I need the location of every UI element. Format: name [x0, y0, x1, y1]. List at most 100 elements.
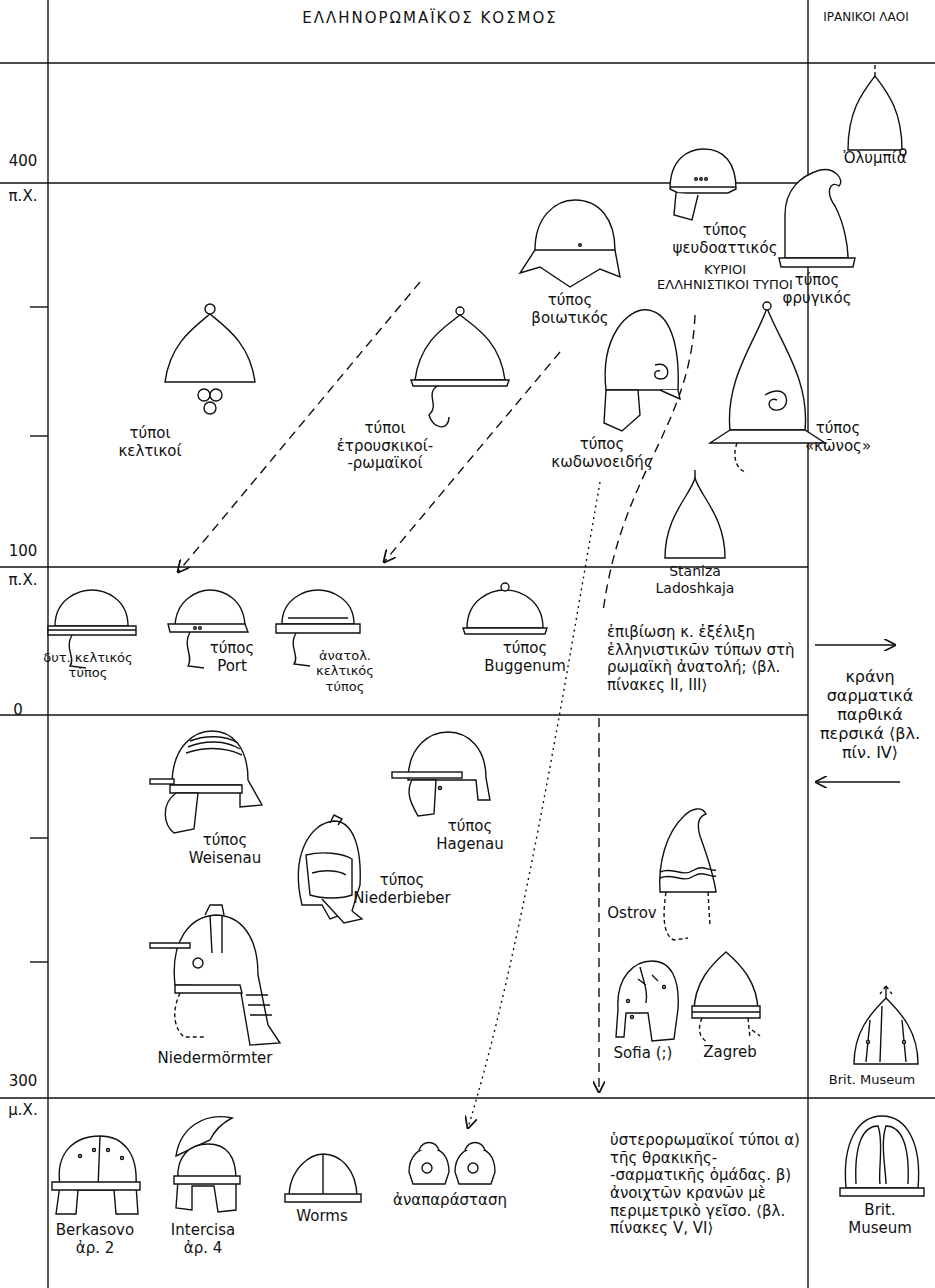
column-heading: ΙΡΑΝΙΚΟΙ ΛΑΟΙ	[801, 10, 931, 24]
type-label: τύποι ἐτρουσκικοί- -ρωμαϊκοί	[329, 420, 441, 473]
helmet-part	[867, 1041, 870, 1044]
frame-line-part	[30, 306, 48, 307]
helmet-part	[856, 1126, 909, 1184]
helmet-part	[631, 1016, 634, 1019]
find-place: Sofia (;)	[608, 1045, 678, 1063]
helmet-part	[429, 386, 449, 427]
note: ὑστερορωμαϊκοί τύποι α) τῆς θρακικῆς- -σ…	[610, 1132, 806, 1238]
helmet-part	[439, 787, 442, 790]
helmet-part	[779, 258, 855, 267]
helmet-part	[765, 391, 786, 410]
helmet-part	[845, 1116, 918, 1188]
helmet	[165, 304, 255, 414]
helmet-part	[880, 986, 892, 994]
helmet-part	[840, 1188, 924, 1196]
helmet-part	[288, 617, 348, 618]
helmet	[150, 731, 262, 833]
helmet-part	[627, 1000, 630, 1003]
helmet-part	[52, 1182, 140, 1190]
helmet-part	[854, 998, 918, 1064]
helmet-part	[419, 1143, 439, 1151]
helmet	[150, 905, 280, 1045]
derivation-line-part	[815, 644, 895, 645]
type-label: τύπος Niederbieber	[350, 872, 454, 907]
helmet-part	[520, 200, 620, 287]
find-place: Berkasovo ἀρ. 2	[49, 1222, 141, 1257]
helmet-part	[664, 892, 710, 940]
helmet-part	[694, 470, 695, 478]
helmet-part	[186, 737, 242, 755]
frame-line-part	[30, 837, 48, 838]
helmet-part	[903, 1041, 906, 1044]
helmet	[616, 961, 678, 1041]
helmet-part	[463, 628, 547, 634]
find-place: Intercisa ἀρ. 4	[162, 1222, 244, 1257]
helmet-part	[455, 1148, 495, 1184]
helmet-part	[165, 793, 198, 833]
note: ἐπιβίωση κ. ἐξέλιξη ἑλληνιστικῶν τύπων σ…	[607, 624, 803, 695]
type-label: δυτ. κελτικός τύπος	[42, 650, 134, 681]
type-label: τύποι κελτικοί	[105, 425, 195, 460]
helmet-part	[174, 915, 280, 1045]
helmet-part	[465, 1143, 485, 1151]
helmet-part	[467, 590, 543, 628]
helmet-part	[604, 390, 640, 431]
helmet-part	[501, 583, 509, 591]
helmet-part	[93, 1149, 96, 1152]
helmet-part	[674, 193, 698, 220]
frame-line-part	[30, 435, 48, 436]
helmet	[848, 64, 906, 155]
type-label: τύπος κωδωνοειδής	[550, 436, 654, 471]
helmet	[392, 732, 490, 816]
helmet-part	[409, 1148, 449, 1184]
find-place: Ostrov	[603, 905, 661, 923]
type-label: τύπος ψευδοαττικός	[669, 222, 781, 257]
helmet-part	[174, 1176, 240, 1184]
helmet-part	[187, 632, 204, 668]
helmet-part	[168, 624, 248, 632]
type-label: τύπος βοιωτικός	[520, 292, 620, 327]
helmet	[285, 1154, 361, 1202]
helmet-part	[735, 443, 747, 472]
helmet-part	[848, 76, 902, 150]
helmet-part	[293, 633, 310, 666]
find-place: Ὀλυμπία	[825, 150, 925, 168]
helmet-part	[692, 1006, 760, 1018]
helmet-part	[175, 993, 206, 1037]
helmet-part	[175, 590, 245, 628]
find-place: Brit. Museum	[813, 1072, 931, 1087]
helmet-part	[665, 478, 725, 558]
year-number: 100	[3, 543, 43, 561]
helmet	[779, 170, 855, 267]
helmet	[660, 809, 716, 940]
helmet-part	[199, 627, 202, 630]
helmet-part	[276, 624, 360, 633]
helmet-part	[705, 178, 708, 181]
helmet-part	[874, 64, 875, 76]
helmet-part	[655, 364, 668, 379]
helmet-part	[306, 853, 352, 898]
helmet-part	[729, 308, 805, 430]
helmet-part	[700, 1018, 760, 1042]
helmet	[298, 815, 362, 923]
group-label: ΚΥΡΙΟΙ ΕΛΛΗΝΙΣΤΙΚΟΙ ΤΥΠΟΙ	[657, 262, 793, 293]
derivation-line-part	[598, 718, 599, 1092]
helmet	[411, 307, 509, 427]
helmet-part	[763, 302, 771, 310]
helmet-part	[150, 943, 190, 948]
helmet-part	[456, 307, 464, 315]
helmet	[840, 1116, 924, 1196]
frame-line-part	[47, 0, 48, 1288]
helmet-part	[692, 1011, 760, 1012]
helmet-part	[411, 380, 509, 386]
frame-line-part	[0, 714, 808, 715]
helmet	[174, 1117, 240, 1212]
helmet-part	[660, 809, 716, 892]
helmet-part	[535, 249, 615, 250]
helmet-part	[175, 985, 242, 993]
era-label: π.Χ.	[3, 188, 43, 206]
type-label: τύπος Buggenum	[482, 640, 568, 675]
helmet-part	[79, 1155, 82, 1158]
